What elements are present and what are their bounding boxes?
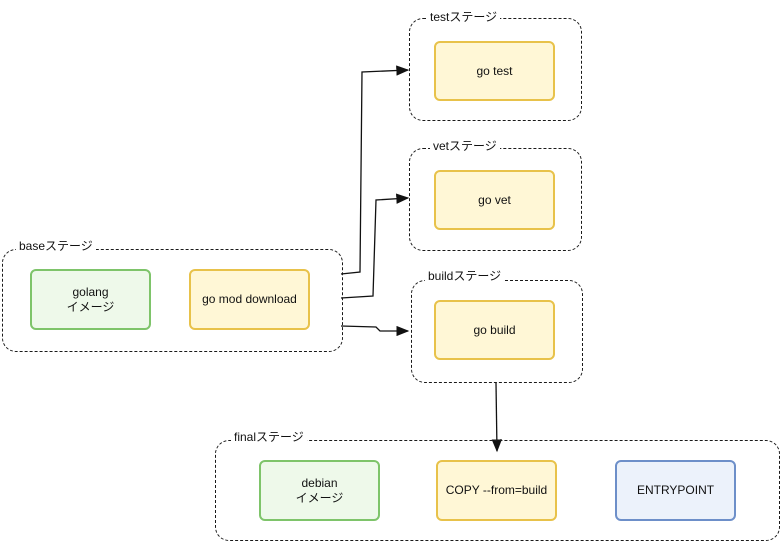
final-stage-label: finalステージ [231, 428, 307, 445]
edge-base-to-test [340, 65, 410, 275]
golang-image-node: golang イメージ [30, 269, 151, 330]
test-stage-label: testステージ [427, 8, 501, 25]
vet-stage-label: vetステージ [430, 137, 500, 154]
debian-image-node: debian イメージ [259, 460, 380, 521]
entrypoint-node: ENTRYPOINT [615, 460, 736, 521]
go-build-node: go build [434, 300, 555, 360]
edge-base-to-build [340, 325, 410, 337]
copy-from-build-node: COPY --from=build [436, 460, 557, 521]
base-stage [2, 249, 343, 352]
go-mod-download-node: go mod download [189, 269, 310, 330]
build-stage-label: buildステージ [425, 267, 505, 284]
go-test-node: go test [434, 41, 555, 101]
base-stage-label: baseステージ [16, 237, 96, 254]
go-vet-node: go vet [434, 170, 555, 230]
edge-base-to-vet [340, 193, 410, 299]
